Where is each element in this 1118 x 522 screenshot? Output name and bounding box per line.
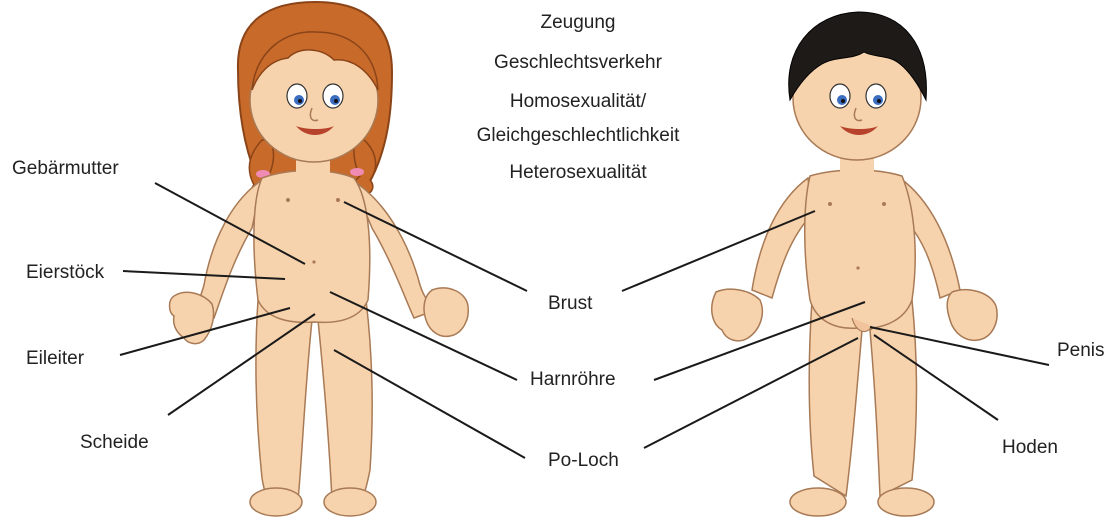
boy-foot-left (790, 488, 846, 516)
label-scheide: Scheide (80, 432, 149, 454)
label-hoden: Hoden (1002, 437, 1058, 459)
boy-foot-right (878, 488, 934, 516)
topic-homosexualitaet: Homosexualität/ (428, 91, 728, 113)
label-brust: Brust (548, 293, 592, 315)
label-eileiter: Eileiter (26, 348, 84, 370)
girl-hair-tie-right (350, 168, 364, 176)
girl-hand-right (424, 288, 468, 336)
boy-leg-left (809, 300, 862, 496)
label-harnroehre: Harnröhre (530, 369, 616, 391)
girl-leg-right (318, 300, 372, 500)
topic-gleichgeschlechtlichkeit: Gleichgeschlechtlichkeit (428, 125, 728, 147)
girl-leg-left (256, 300, 312, 500)
boy-figure (712, 12, 997, 516)
topic-zeugung: Zeugung (428, 12, 728, 34)
label-poloch: Po-Loch (548, 450, 619, 472)
label-gebaermutter: Gebärmutter (12, 158, 119, 180)
line-brust-girl (344, 202, 527, 291)
topic-heterosexualitaet: Heterosexualität (428, 162, 728, 184)
boy-hand-left (712, 289, 763, 341)
girl-foot-left (250, 488, 302, 516)
boy-arm-left (752, 178, 812, 298)
topic-geschlechtsverkehr: Geschlechtsverkehr (428, 52, 728, 74)
label-penis: Penis (1057, 340, 1105, 362)
girl-figure (170, 2, 469, 516)
girl-foot-right (324, 488, 376, 516)
label-eierstoeck: Eierstöck (26, 262, 104, 284)
boy-hand-right (947, 290, 997, 341)
